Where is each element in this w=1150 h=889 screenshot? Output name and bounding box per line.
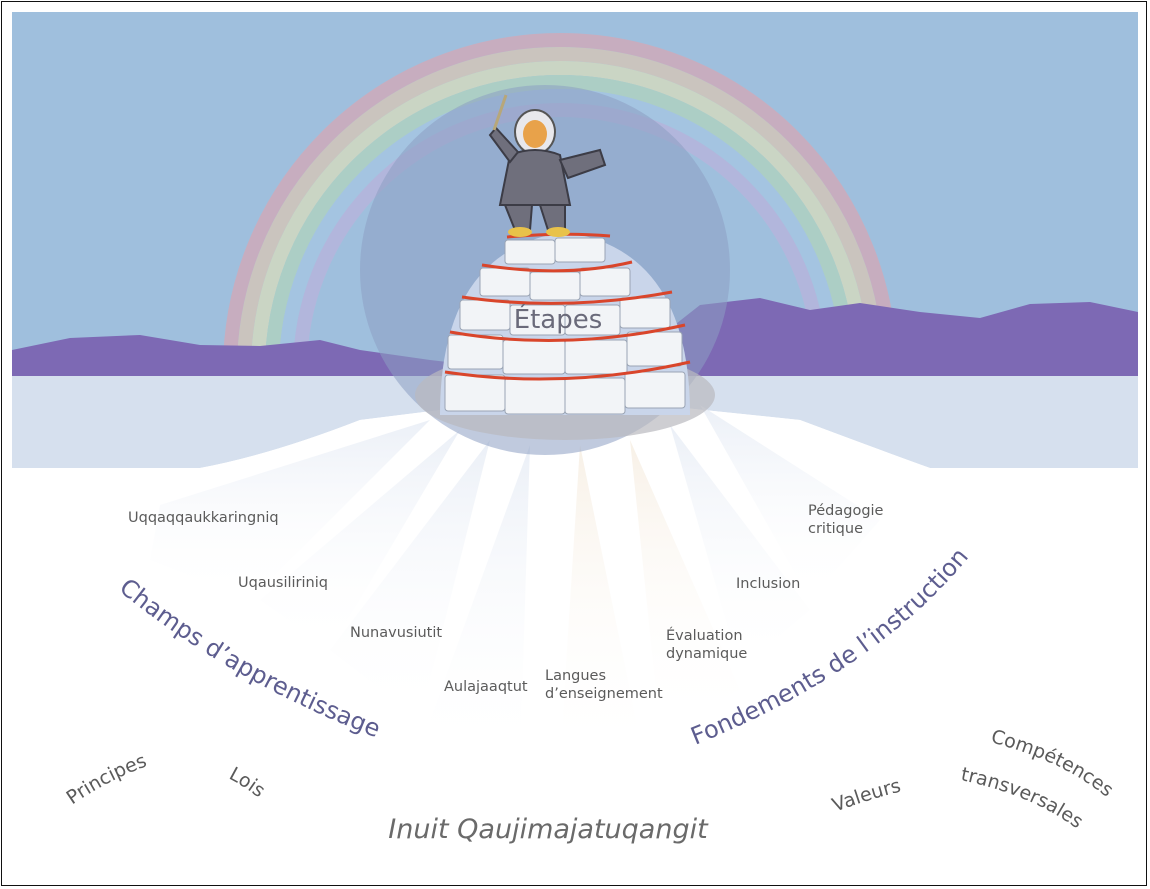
light-rays xyxy=(150,405,880,760)
champs-item-aulajaaqtut: Aulajaaqtut xyxy=(444,679,528,695)
iq-title: Inuit Qaujimajatuqangit xyxy=(388,814,709,845)
mountains xyxy=(12,298,1138,378)
inuk-figure-illustration xyxy=(488,94,607,237)
fondements-item-langues-line1: Langues xyxy=(545,668,606,684)
fondements-item-pedagogie-line1: Pédagogie xyxy=(808,503,884,519)
fondements-item-evaluation-line1: Évaluation xyxy=(666,627,743,644)
champs-item-uqqaqqaukkaringniq: Uqqaqqaukkaringniq xyxy=(128,510,279,526)
fondements-item-pedagogie-line2: critique xyxy=(808,521,863,537)
champs-item-uqausiliriniq: Uqausiliriniq xyxy=(238,575,328,591)
fondements-item-evaluation-line2: dynamique xyxy=(666,646,747,662)
fondements-item-langues-line2: d’enseignement xyxy=(545,686,663,702)
fondements-item-inclusion: Inclusion xyxy=(736,576,800,592)
ice-band xyxy=(12,376,1138,468)
champs-item-nunavusiutit: Nunavusiutit xyxy=(350,625,442,641)
etapes-label: Étapes xyxy=(514,303,603,335)
igloo xyxy=(440,232,691,415)
